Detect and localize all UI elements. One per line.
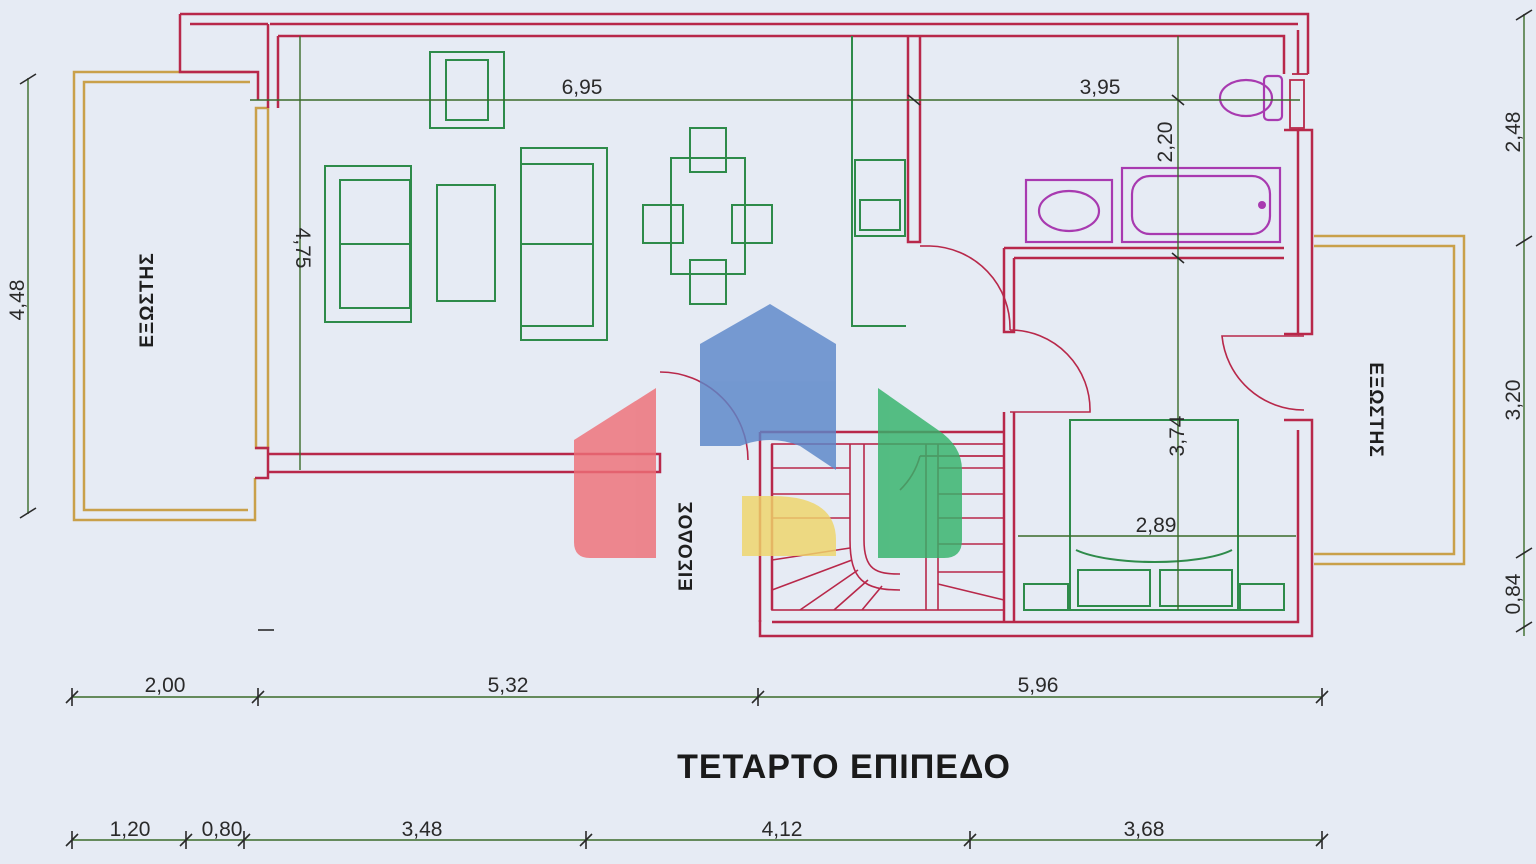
dim-top-living: 6,95	[562, 76, 603, 99]
toilet-icon	[1218, 78, 1274, 118]
kitchen-sink-icon	[854, 159, 906, 237]
left-balcony: ΕΞΩΣΤΗΣ	[72, 70, 270, 522]
entrance-label: ΕΙΣΟΔΟΣ	[676, 501, 697, 591]
logo-green-house	[878, 388, 962, 558]
dim-row1-2: 5,96	[1018, 674, 1059, 697]
left-balcony-label: ΕΞΩΣΤΗΣ	[137, 252, 158, 347]
living-furniture	[324, 36, 906, 341]
dim-bath-depth: 2,20	[1154, 122, 1177, 163]
dim-right-bottom: 0,84	[1502, 573, 1525, 614]
dim-bedroom-depth: 3,74	[1166, 415, 1189, 456]
bathroom	[1024, 74, 1284, 244]
dim-row2-0: 1,20	[110, 818, 151, 841]
double-bed-icon	[1069, 419, 1239, 611]
dim-right-top: 2,48	[1502, 112, 1525, 153]
outer-walls	[178, 12, 1314, 638]
right-balcony-label: ΕΞΩΣΤΗΣ	[1365, 362, 1386, 457]
dim-bedroom-width: 2,89	[1136, 514, 1177, 537]
logo-blue-house	[700, 304, 836, 470]
armchair-icon	[429, 51, 505, 129]
right-dimension: 2,48 3,20 0,84	[1502, 9, 1533, 636]
dim-left-total: 4,48	[6, 280, 29, 321]
interior-walls	[758, 36, 1284, 622]
dim-top-bath: 3,95	[1080, 76, 1121, 99]
dining-table-icon	[670, 157, 746, 275]
bedroom	[1023, 419, 1285, 611]
left-dimension: 4,48	[6, 73, 37, 519]
interior-dimensions: 6,95 3,95 2,20 4,75 3,74 2,89	[250, 36, 1300, 610]
dim-row2-1: 0,80	[202, 818, 243, 841]
dim-row2-4: 3,68	[1124, 818, 1165, 841]
coffee-table-icon	[436, 184, 496, 302]
bottom-dimensions-row1: 2,00 5,32 5,96	[65, 674, 1329, 706]
dim-row2-3: 4,12	[762, 818, 803, 841]
plan-title: ΤΕΤΑΡΤΟ ΕΠΙΠΕΔΟ	[677, 748, 1011, 786]
house-logo-icon	[574, 304, 962, 558]
dim-row2-2: 3,48	[402, 818, 443, 841]
dim-row1-1: 5,32	[488, 674, 529, 697]
bathtub-icon	[1120, 166, 1282, 244]
bottom-dimensions-row2: 1,20 0,80 3,48 4,12 3,68	[65, 818, 1329, 849]
right-balcony: ΕΞΩΣΤΗΣ	[1314, 234, 1466, 566]
dim-living-depth: 4,75	[291, 228, 314, 269]
dim-row1-0: 2,00	[145, 674, 186, 697]
dim-right-mid: 3,20	[1502, 380, 1525, 421]
washbasin-icon	[1024, 178, 1114, 244]
logo-yellow-shape	[742, 496, 836, 556]
logo-red-house	[574, 388, 656, 558]
